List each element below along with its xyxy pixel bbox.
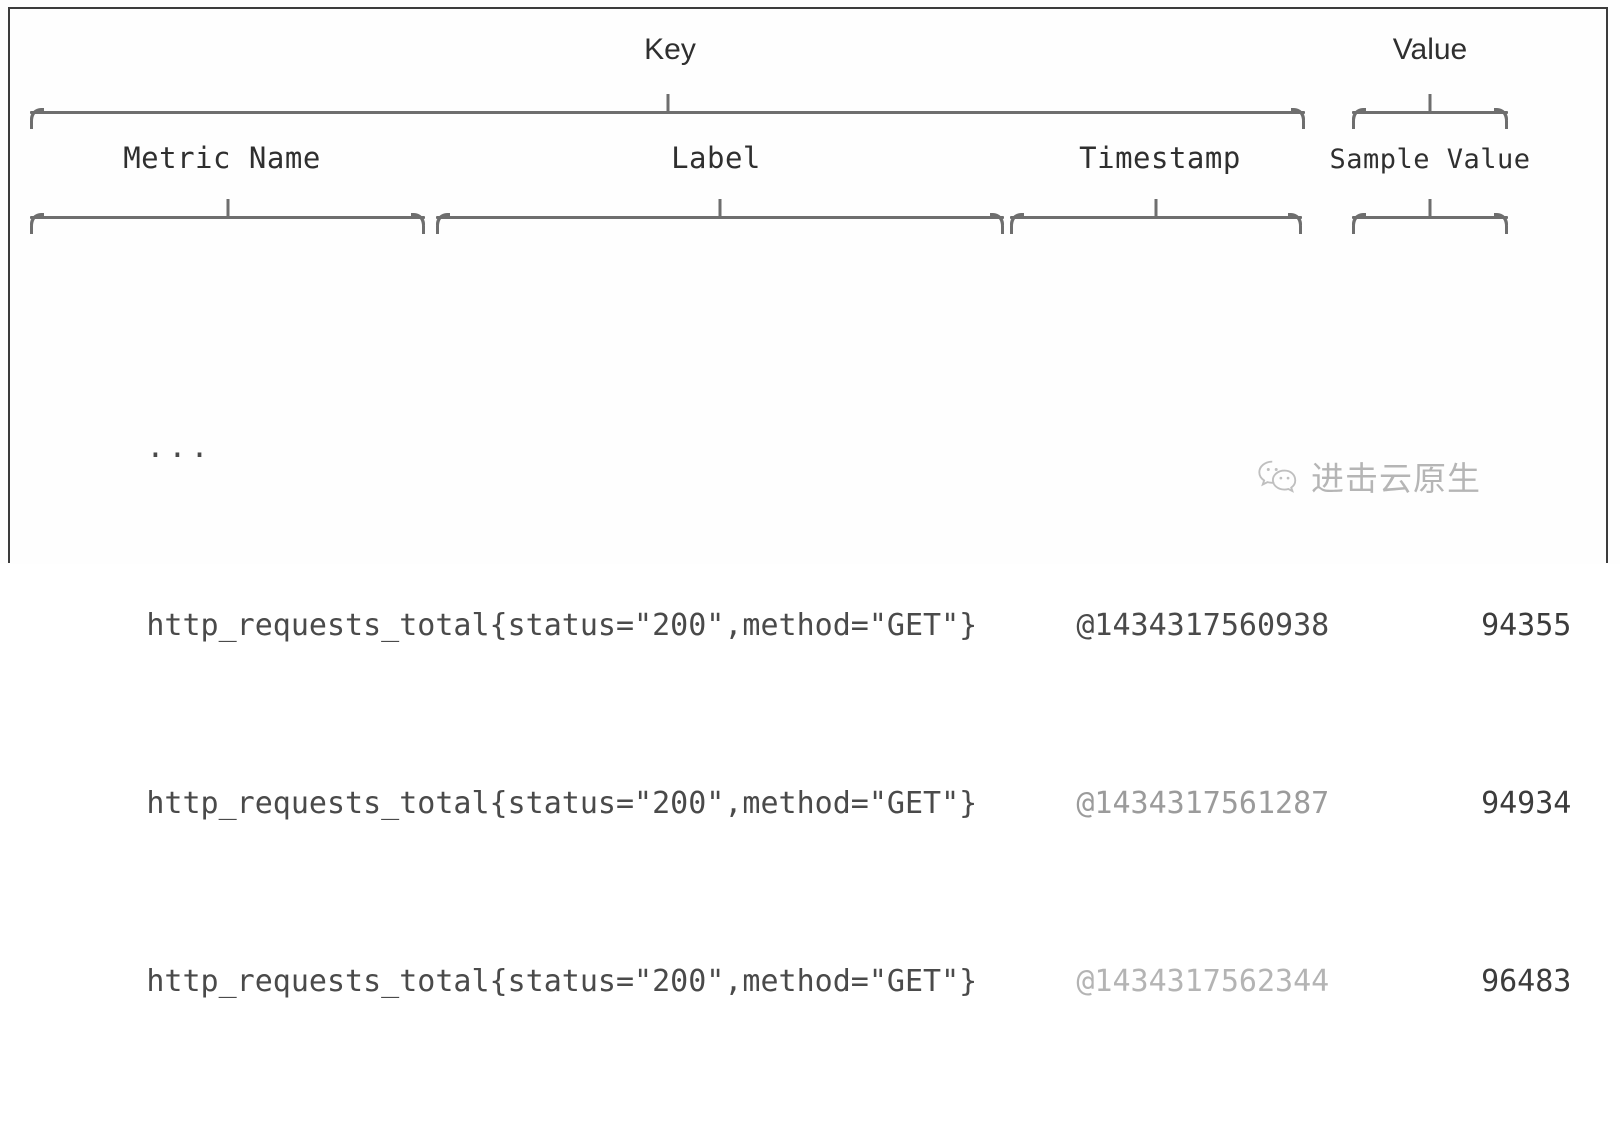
brace-tick [719,199,722,218]
brace-hook-right [1494,216,1508,234]
caption-key: Key [644,33,696,67]
brace-hook-left [30,111,44,129]
metric-series-text: http_requests_total{status="200",method=… [146,604,1076,649]
brace-timestamp [1010,200,1302,234]
table-row: http_requests_total{status="200",method=… [38,560,1571,605]
prometheus-data-model-figure: Key Value Metric Name Label Timestamp Sa… [0,0,1620,564]
timestamp-text: @1434317560938 [1076,604,1421,649]
brace-sample-value [1352,200,1508,234]
brace-key [30,95,1305,129]
brace-hook-left [436,216,450,234]
table-row: http_requests_total{status="404",method=… [38,1094,1571,1128]
table-row: http_requests_total{status="200",method=… [38,738,1571,783]
brace-hook-left [30,216,44,234]
metric-series-text: http_requests_total{status="200",method=… [146,782,1076,827]
data-row-ellipsis: ... [38,382,1571,427]
brace-hook-right [1288,216,1302,234]
caption-timestamp: Timestamp [1079,141,1241,175]
sample-value-text: 96483 [1421,960,1571,1005]
brace-tick [1155,199,1158,218]
brace-hook-left [1352,111,1366,129]
brace-tick [666,94,669,113]
table-row: http_requests_total{status="200",method=… [38,916,1571,961]
brace-hook-left [1010,216,1024,234]
caption-sample-value: Sample Value [1329,144,1530,175]
sample-data-block: ... http_requests_total{status="200",met… [38,248,1571,1128]
timestamp-text: @1434317561287 [1076,782,1421,827]
ellipsis-text: ... [146,430,212,465]
brace-hook-right [1494,111,1508,129]
brace-hook-right [1291,111,1305,129]
caption-value: Value [1393,33,1468,67]
brace-hook-left [1352,216,1366,234]
timestamp-text: @1434317562344 [1076,960,1421,1005]
caption-label: Label [671,141,761,175]
brace-label [436,200,1004,234]
brace-value [1352,95,1508,129]
metric-series-text: http_requests_total{status="200",method=… [146,960,1076,1005]
brace-metric-name [30,200,425,234]
brace-tick [226,199,229,218]
sample-value-text: 94934 [1421,782,1571,827]
brace-tick [1429,199,1432,218]
brace-tick [1429,94,1432,113]
brace-hook-right [411,216,425,234]
caption-metric-name: Metric Name [123,141,321,175]
brace-hook-right [990,216,1004,234]
sample-value-text: 94355 [1421,604,1571,649]
